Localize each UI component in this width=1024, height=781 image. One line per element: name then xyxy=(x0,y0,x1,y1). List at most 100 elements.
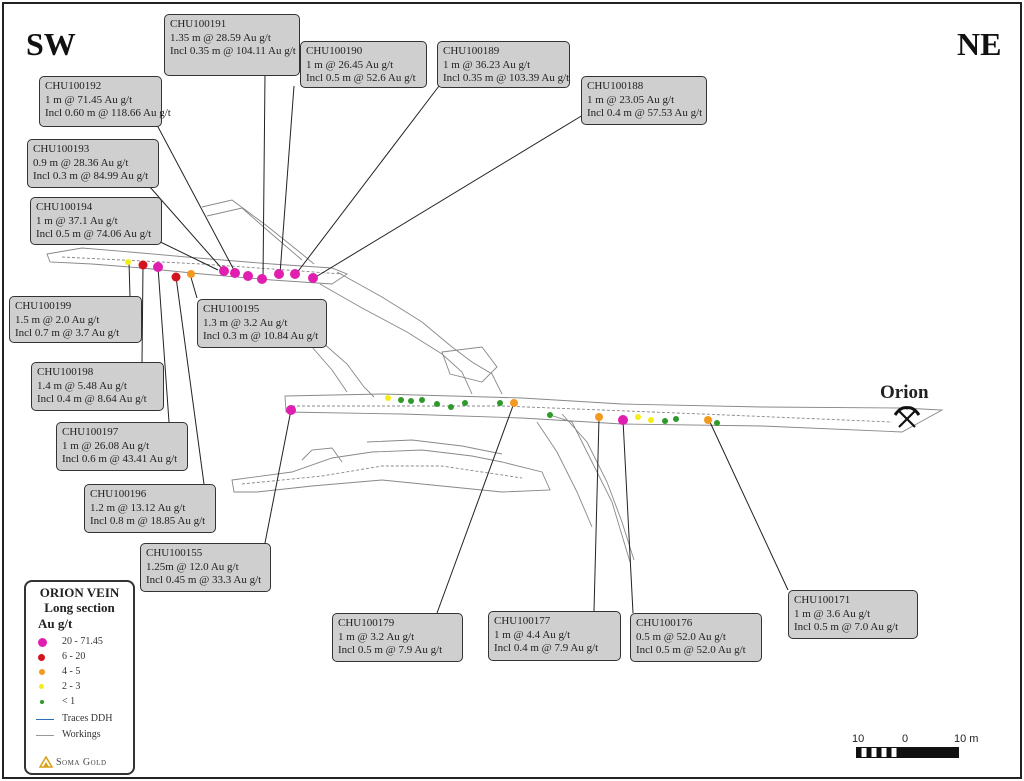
working-outline xyxy=(441,346,498,383)
assay-dot-yellow xyxy=(385,395,391,401)
legend-swatch-green xyxy=(40,700,44,704)
callout-hole-id: CHU100195 xyxy=(203,303,260,315)
assay-dot-magenta xyxy=(257,274,267,284)
logo-mark-icon xyxy=(39,756,53,768)
callout-included-intercept: Incl 0.5 m @ 52.0 Au g/t xyxy=(636,644,746,656)
working-outline xyxy=(46,247,348,285)
leader-line xyxy=(313,114,584,279)
callout-hole-id: CHU100179 xyxy=(338,617,395,629)
callout-included-intercept: Incl 0.3 m @ 84.99 Au g/t xyxy=(33,170,149,182)
callout-included-intercept: Incl 0.4 m @ 8.64 Au g/t xyxy=(37,393,147,405)
callout-intercept: 1 m @ 26.08 Au g/t xyxy=(62,439,150,452)
working-outline xyxy=(231,449,551,493)
callout-included-intercept: Incl 0.35 m @ 103.39 Au g/t xyxy=(443,72,570,84)
assay-dot-magenta xyxy=(274,269,284,279)
leader-line xyxy=(436,402,515,614)
legend-label: 6 - 20 xyxy=(62,651,86,662)
callout-intercept: 1.2 m @ 13.12 Au g/t xyxy=(90,501,186,514)
callout-intercept: 1.4 m @ 5.48 Au g/t xyxy=(37,379,127,392)
assay-dot-magenta xyxy=(153,262,163,272)
callout-intercept: 1 m @ 26.45 Au g/t xyxy=(306,58,394,71)
assay-dot-green xyxy=(462,400,468,406)
working-outline xyxy=(201,199,315,265)
legend-swatch-orange xyxy=(39,669,45,675)
legend-label: 20 - 71.45 xyxy=(62,636,103,647)
leader-line xyxy=(593,417,600,612)
working-outline xyxy=(61,256,343,275)
leader-line xyxy=(156,124,236,273)
assay-dot-magenta xyxy=(308,273,318,283)
legend-swatch-red xyxy=(38,654,45,661)
legend-swatch-workings xyxy=(36,735,54,736)
working-outline xyxy=(546,413,631,563)
callout-intercept: 1.35 m @ 28.59 Au g/t xyxy=(170,31,271,44)
legend-label: Traces DDH xyxy=(62,713,113,724)
assay-dot-green xyxy=(434,401,440,407)
working-outline xyxy=(336,271,503,395)
assay-dot-green xyxy=(419,397,425,403)
working-outline xyxy=(241,465,523,485)
legend-label: 4 - 5 xyxy=(62,666,81,677)
assay-dot-magenta xyxy=(290,269,300,279)
logo-text: Soma Gold xyxy=(56,757,107,768)
assay-dot-orange xyxy=(510,399,518,407)
legend-swatch-yellow xyxy=(39,684,44,689)
legend-swatch-ddh xyxy=(36,719,54,720)
callout-hole-id: CHU100171 xyxy=(794,594,851,606)
legend-title: ORION VEIN xyxy=(39,585,120,600)
callout-hole-id: CHU100197 xyxy=(62,426,119,438)
callout-included-intercept: Incl 0.5 m @ 52.6 Au g/t xyxy=(306,72,416,84)
callout-hole-id: CHU100193 xyxy=(33,143,90,155)
assay-dot-green xyxy=(547,412,553,418)
callout-hole-id: CHU100194 xyxy=(36,201,93,213)
callout-hole-id: CHU100199 xyxy=(15,300,72,312)
legend-label: 2 - 3 xyxy=(62,681,81,692)
callout-leader-lines xyxy=(128,73,789,614)
assay-dot-green xyxy=(408,398,414,404)
legend-swatch-magenta xyxy=(38,638,47,647)
direction-ne-label: NE xyxy=(957,26,1002,62)
assay-dot-magenta xyxy=(243,271,253,281)
working-outline xyxy=(319,283,473,395)
callout-intercept: 1.25m @ 12.0 Au g/t xyxy=(146,560,239,573)
legend: ORION VEIN Long section Au g/t 20 - 71.4… xyxy=(24,580,135,775)
working-outline xyxy=(292,405,893,423)
legend-subtitle: Long section xyxy=(44,600,115,615)
callout-hole-id: CHU100198 xyxy=(37,366,94,378)
assay-dot-red xyxy=(138,260,148,270)
assay-dot-magenta xyxy=(618,415,628,425)
pickaxe-icon xyxy=(893,406,921,428)
callout-hole-id: CHU100192 xyxy=(45,80,102,92)
legend-label: Workings xyxy=(62,729,101,740)
callout-intercept: 0.5 m @ 52.0 Au g/t xyxy=(636,630,726,643)
assay-dot-green xyxy=(398,397,404,403)
callout-included-intercept: Incl 0.4 m @ 7.9 Au g/t xyxy=(494,642,599,654)
callout-hole-id: CHU100176 xyxy=(636,617,693,629)
assay-dot-yellow xyxy=(635,414,641,420)
leader-line xyxy=(157,266,170,423)
assay-dot-orange xyxy=(595,413,603,421)
working-outline xyxy=(561,413,635,561)
callout-intercept: 0.9 m @ 28.36 Au g/t xyxy=(33,156,129,169)
callout-included-intercept: Incl 0.4 m @ 57.53 Au g/t xyxy=(587,107,703,119)
assay-dots xyxy=(125,259,720,426)
underground-workings xyxy=(46,199,944,563)
callout-intercept: 1.5 m @ 2.0 Au g/t xyxy=(15,313,100,326)
scale-bar-graphic xyxy=(856,747,959,758)
callout-hole-id: CHU100155 xyxy=(146,547,203,559)
leader-line xyxy=(128,261,131,298)
assay-dot-magenta xyxy=(219,266,229,276)
leader-line xyxy=(279,85,295,275)
assay-dot-orange xyxy=(704,416,712,424)
